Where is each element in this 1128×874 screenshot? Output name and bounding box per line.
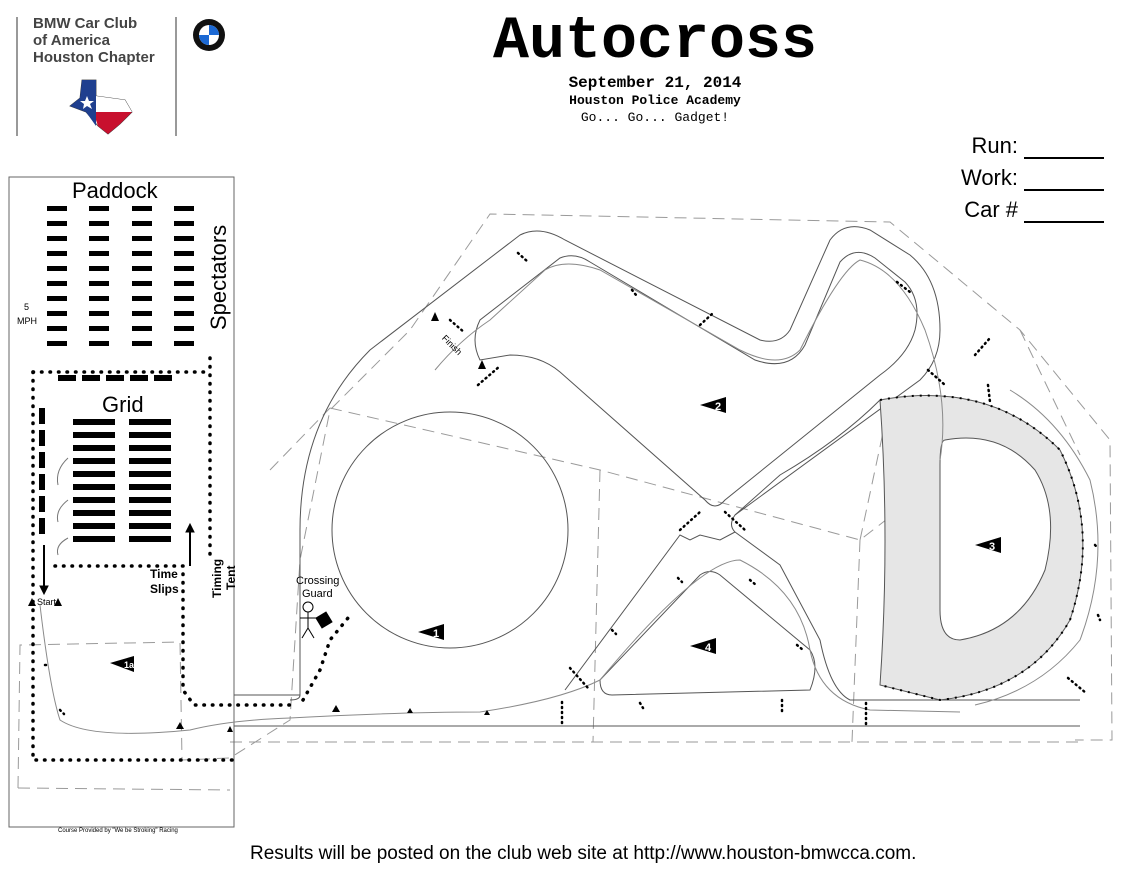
timing-tent-label-2: Tent [224, 565, 238, 590]
crossing-guard-label-2: Guard [302, 588, 333, 600]
club-line-2: of America [33, 32, 110, 49]
run-label: Run: [971, 133, 1018, 158]
marker-4-label: 4 [705, 642, 712, 654]
pylon-lines [31, 356, 350, 762]
traffic-arrows [39, 522, 195, 596]
paddock-label: Paddock [72, 178, 158, 203]
event-date: September 21, 2014 [568, 74, 742, 92]
start-label: Start [37, 597, 57, 607]
results-footer: Results will be posted on the club web s… [250, 843, 917, 864]
club-line-1: BMW Car Club [33, 15, 138, 32]
work-blank [1024, 171, 1104, 191]
paddock-spaces [47, 206, 194, 381]
sweeper-area [734, 394, 1084, 702]
grid-spaces [39, 408, 171, 542]
cone-gates [43, 251, 1102, 726]
bmw-logo [193, 19, 225, 51]
driving-line [39, 259, 1099, 734]
timing-tent-label-1: Timing [210, 558, 224, 598]
speed-limit-number: 5 [24, 302, 30, 312]
run-blank [1024, 139, 1104, 159]
start-cones [28, 312, 486, 606]
marker-4-shape [690, 638, 716, 654]
event-venue: Houston Police Academy [569, 93, 741, 108]
marker-1-label: 1 [433, 628, 439, 640]
marker-3-shape [975, 537, 1001, 553]
single-cones [176, 705, 490, 732]
corner-markers [110, 397, 1001, 672]
run-field: Run: [972, 133, 1104, 159]
car-label: Car # [964, 197, 1018, 222]
club-line-3: Houston Chapter [33, 49, 155, 66]
marker-1-shape [418, 624, 444, 640]
grid-flow-arrows [57, 457, 69, 556]
spectators-label: Spectators [206, 224, 231, 330]
club-name: BMW Car Club of America Houston Chapter [33, 15, 155, 66]
grid-label: Grid [102, 392, 144, 417]
marker-1a-shape [110, 656, 134, 672]
paddock-outline [8, 176, 235, 828]
event-tagline: Go... Go... Gadget! [580, 110, 730, 125]
time-slips-label-1: Time [150, 567, 178, 581]
work-field: Work: [961, 165, 1104, 191]
page-title: Autocross [492, 8, 818, 76]
crossing-guard-label-1: Crossing [296, 575, 340, 587]
lot-boundaries [17, 213, 1113, 791]
marker-2-shape [700, 397, 726, 413]
time-slips-label-2: Slips [150, 582, 179, 596]
marker-1a-label: 1a [124, 660, 135, 670]
corner-marker-labels: 1a 1 2 3 4 [124, 401, 995, 670]
crossing-guard-icon [300, 601, 333, 639]
work-label: Work: [960, 165, 1018, 190]
car-field: Car # [964, 197, 1104, 223]
course-credit: Course Provided by "We be Stroking" Raci… [58, 828, 178, 834]
marker-3-label: 3 [989, 541, 995, 553]
speed-limit-unit: MPH [17, 316, 37, 326]
marker-2-label: 2 [715, 401, 721, 413]
texas-flag-logo [69, 79, 133, 135]
car-blank [1024, 203, 1104, 223]
